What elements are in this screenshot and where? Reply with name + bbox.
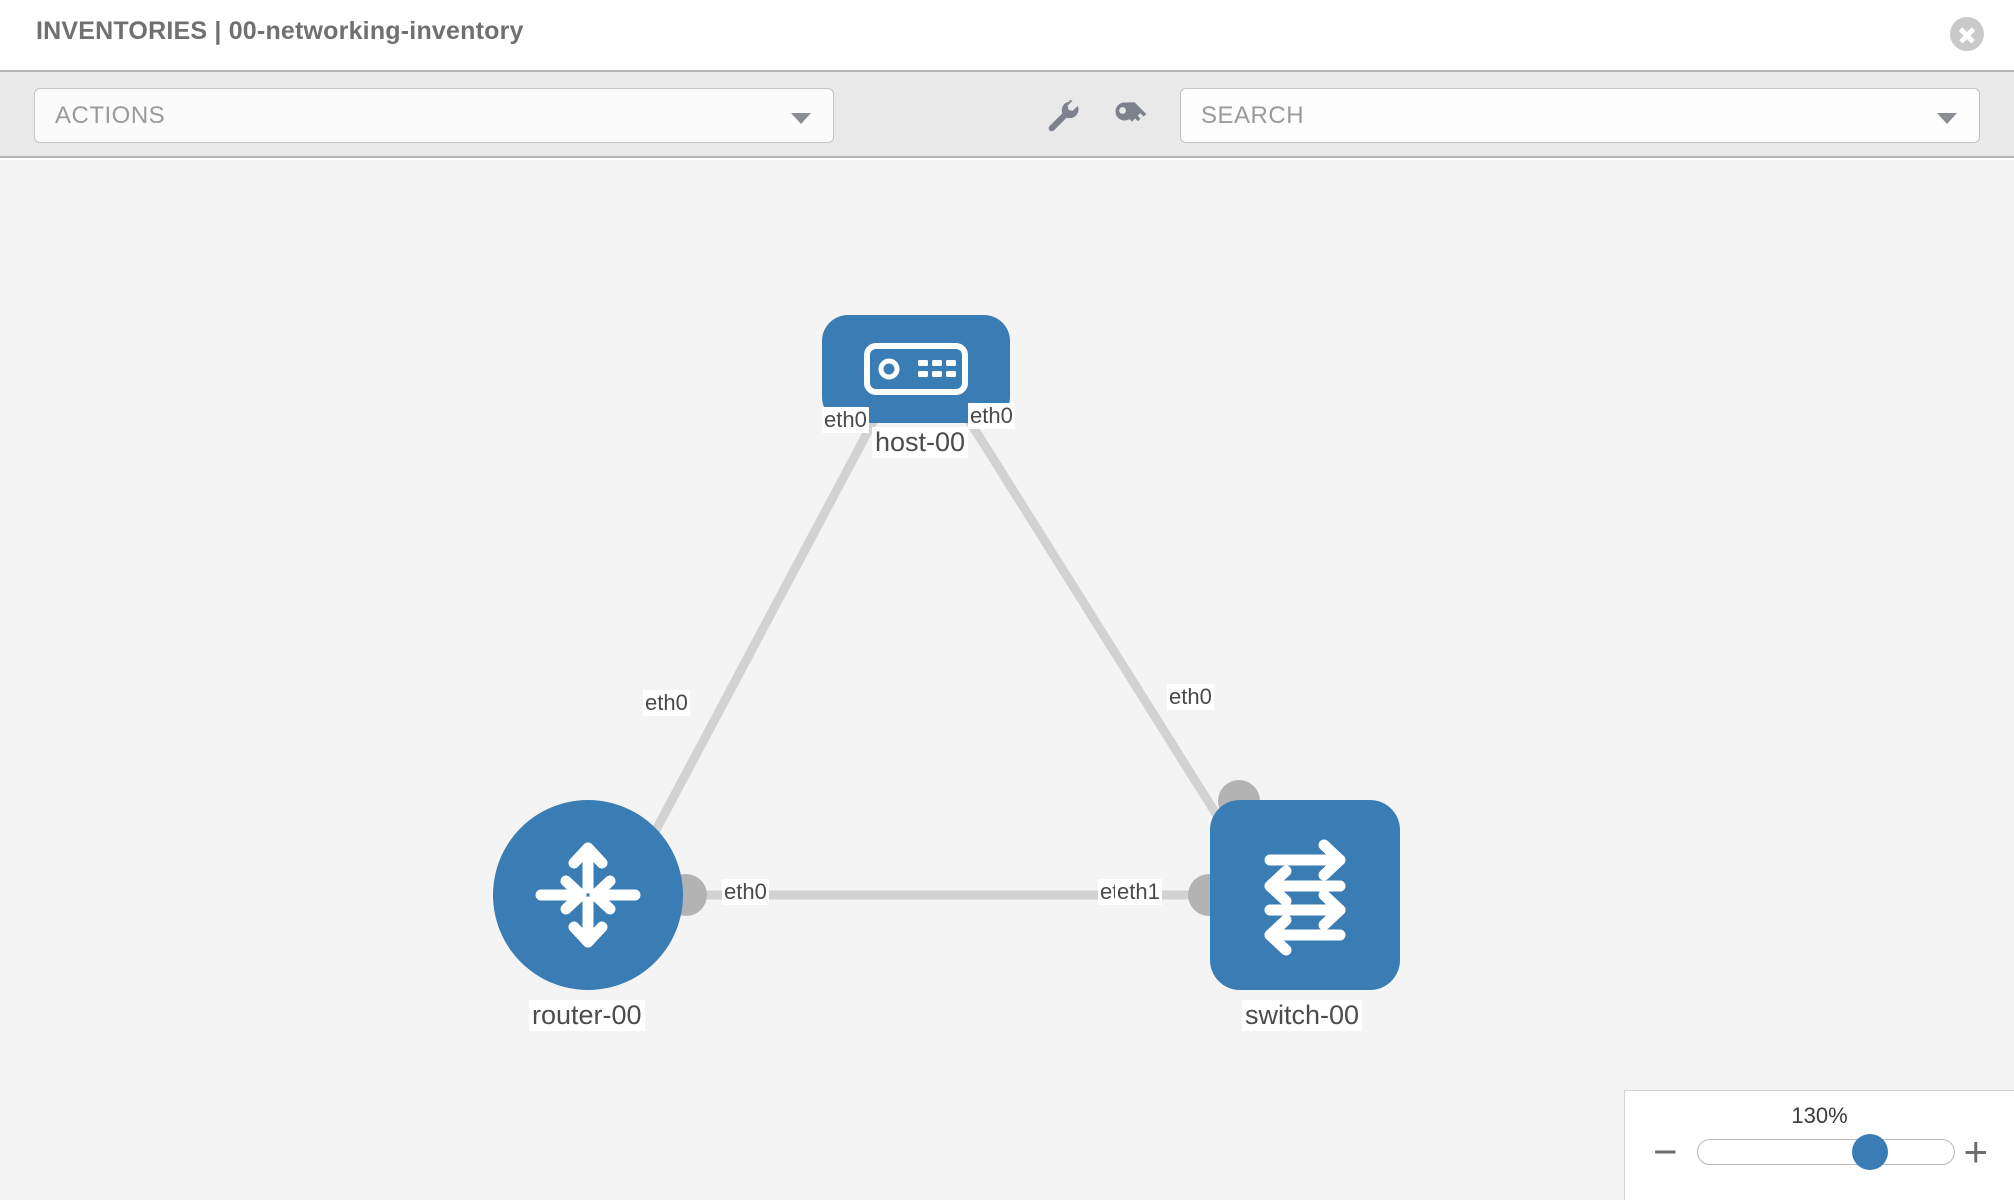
switch-node-shape[interactable] [1210,800,1400,990]
wrench-icon[interactable] [1040,94,1084,138]
toolbar: ACTIONS SEARCH [0,70,2014,158]
page-header: INVENTORIES | 00-networking-inventory [0,0,2014,70]
link-label-router-up-eth0: eth0 [643,690,690,716]
link-label-host-left-eth0: eth0 [822,407,869,433]
zoom-slider[interactable] [1697,1134,1955,1170]
actions-dropdown[interactable]: ACTIONS [34,88,834,143]
node-label-switch-00: switch-00 [1242,1000,1363,1031]
link-label-host-right-eth0: eth0 [968,403,1015,429]
topology-links [636,387,1249,900]
chevron-down-icon[interactable] [1937,113,1957,124]
zoom-in-button[interactable]: + [1963,1128,1988,1175]
topology-canvas[interactable]: host-00 rout [0,160,2014,1200]
zoom-out-button[interactable]: − [1653,1128,1678,1175]
search-input[interactable]: SEARCH [1180,88,1980,143]
zoom-slider-thumb[interactable] [1851,1134,1888,1170]
link-label-router-right-eth0: eth0 [722,879,769,905]
node-label-host-00: host-00 [872,427,969,458]
zoom-level-label: 130% [1791,1103,1848,1128]
server-icon [864,343,968,395]
link-label-switch-up-eth0: eth0 [1167,684,1214,710]
zoom-control-panel: 130% − + [1624,1090,2014,1200]
page-title: INVENTORIES | 00-networking-inventory [36,17,524,45]
switch-arrows-icon [1264,839,1346,956]
actions-dropdown-label: ACTIONS [55,102,166,129]
node-label-router-00: router-00 [529,1000,645,1031]
search-placeholder: SEARCH [1201,102,1305,129]
router-node-shape[interactable] [493,800,683,990]
chevron-down-icon [791,113,811,124]
close-icon[interactable] [1950,17,1984,51]
router-arrows-icon [535,842,641,948]
link-label-switch-left-eth1: eth1 [1115,879,1162,905]
key-icon[interactable] [1108,94,1152,138]
